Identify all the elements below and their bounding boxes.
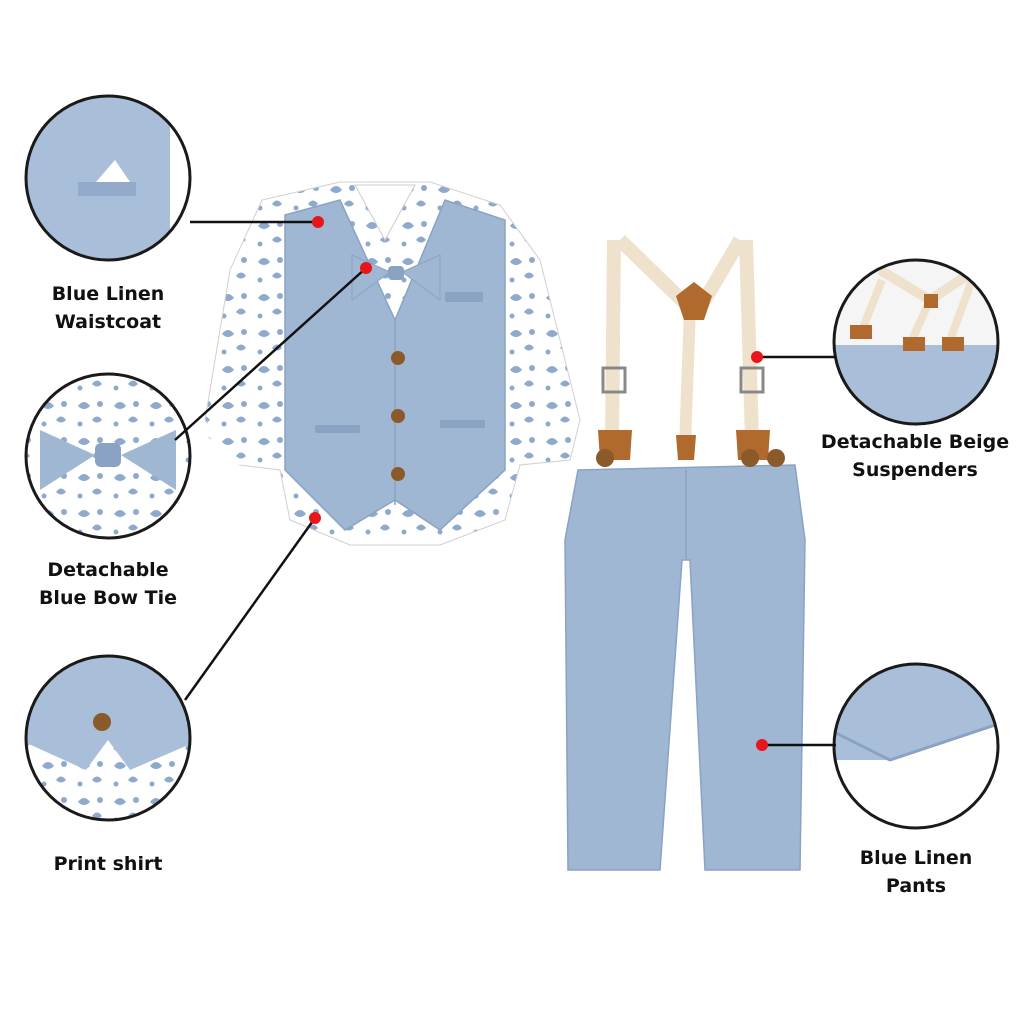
waistcoat-button-2 — [391, 409, 405, 423]
detail-circle-bowtie — [24, 372, 192, 540]
detail-circle-shirt — [24, 654, 192, 822]
marker-suspenders — [751, 351, 763, 363]
waistcoat-button-3 — [391, 467, 405, 481]
marker-pants — [756, 739, 768, 751]
marker-dots — [309, 216, 768, 751]
label-pants: Blue Linen Pants — [826, 844, 1006, 900]
blue-linen-waistcoat — [284, 199, 506, 531]
beige-suspenders — [598, 234, 770, 460]
callout-lines — [174, 220, 836, 747]
label-shirt: Print shirt — [18, 850, 198, 878]
label-waistcoat-line1: Blue Linen — [51, 283, 165, 305]
label-pants-line1: Blue Linen — [859, 847, 973, 869]
label-waistcoat: Blue Linen Waistcoat — [18, 280, 198, 336]
label-pants-line2: Pants — [885, 875, 947, 897]
label-waistcoat-line2: Waistcoat — [54, 311, 162, 333]
blue-linen-pants — [564, 449, 806, 871]
label-suspenders-line1: Detachable Beige — [820, 431, 1010, 453]
label-suspenders-line2: Suspenders — [852, 459, 978, 481]
marker-waistcoat — [312, 216, 324, 228]
label-shirt-line1: Print shirt — [53, 853, 163, 875]
detail-circle-pants — [832, 662, 1000, 830]
detail-circle-suspenders — [832, 258, 1000, 426]
callout-line-shirt — [183, 517, 317, 701]
callout-line-bowtie — [174, 267, 367, 441]
label-suspenders: Detachable Beige Suspenders — [810, 428, 1020, 484]
marker-shirt — [309, 512, 321, 524]
detail-circle-waistcoat — [24, 94, 192, 262]
label-bowtie-line2: Blue Bow Tie — [38, 587, 178, 609]
label-bowtie-line1: Detachable — [47, 559, 169, 581]
label-bowtie: Detachable Blue Bow Tie — [8, 556, 208, 612]
waistcoat-button-1 — [391, 351, 405, 365]
marker-bowtie — [360, 262, 372, 274]
